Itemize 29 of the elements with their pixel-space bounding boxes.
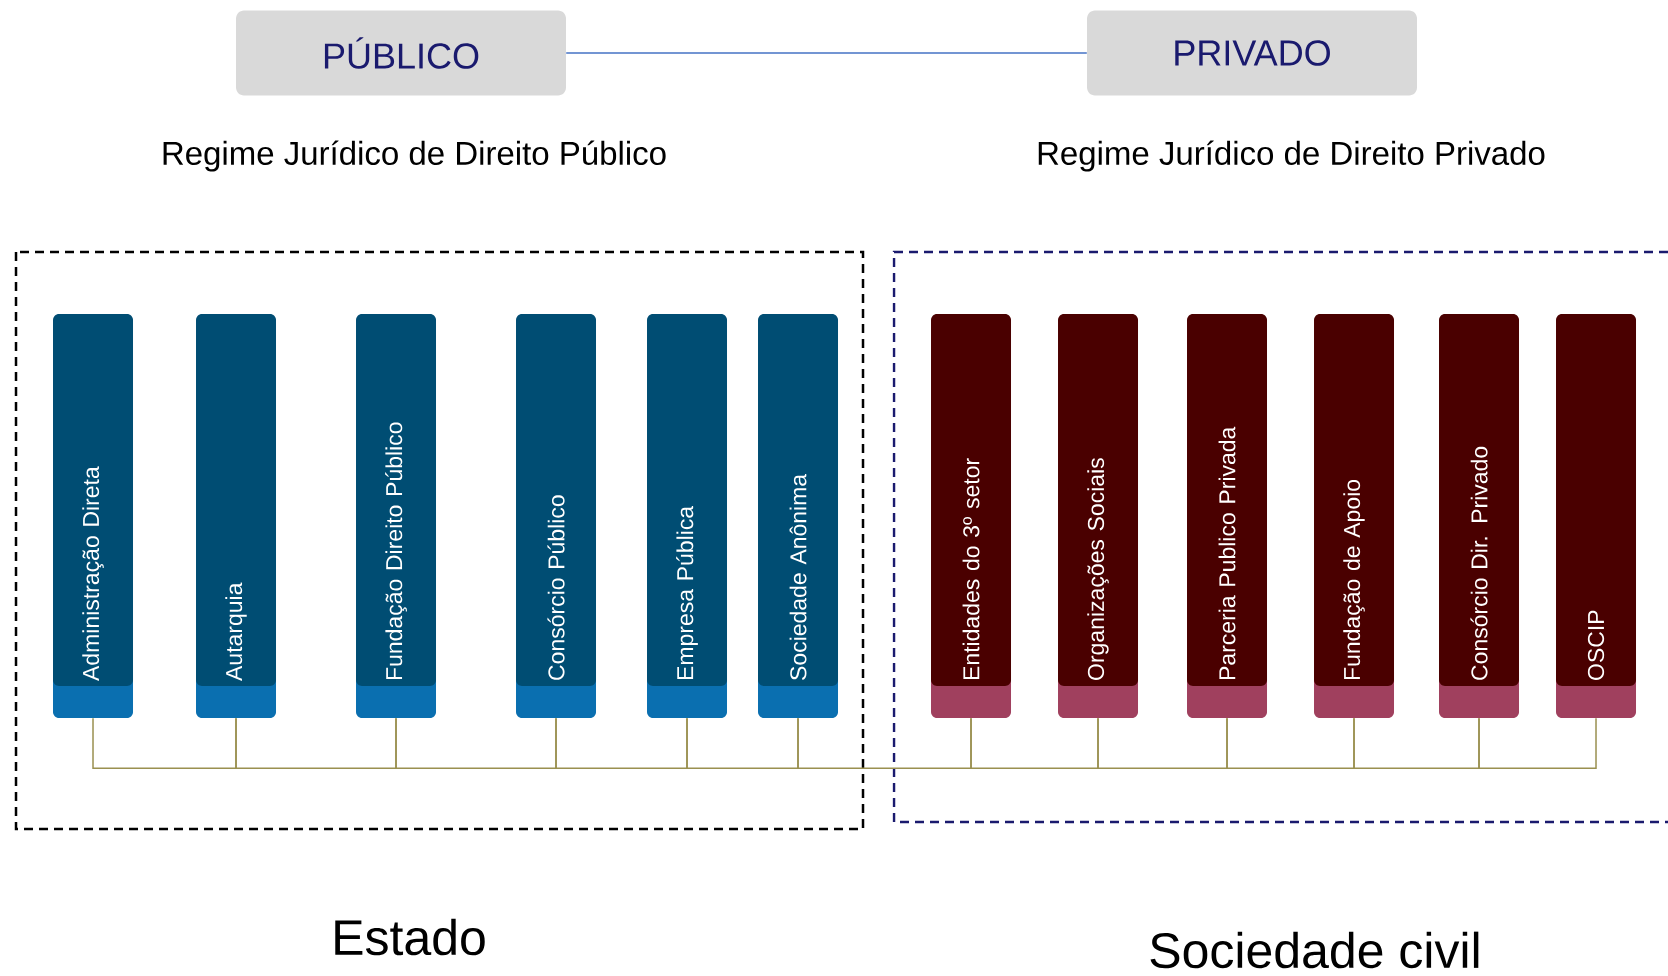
column-block: Fundação Direito Público: [356, 314, 436, 718]
connector-line: [565, 52, 1088, 54]
column-block: Autarquia: [196, 314, 276, 718]
header-box: PÚBLICO: [236, 10, 566, 96]
bus-connector: [797, 717, 972, 769]
column-block: Sociedade Anônima: [758, 314, 838, 718]
bus-connector: [235, 717, 397, 769]
bus-connector: [970, 717, 1099, 769]
node-label: Estado: [335, 918, 485, 956]
column-block: Organizações Sociais: [1058, 314, 1138, 718]
column-block: Consórcio Dir. Privado: [1439, 314, 1519, 718]
column-block: Fundação de Apoio: [1314, 314, 1394, 718]
column-block: Parceria Publico Privada: [1187, 314, 1267, 718]
column-block: Empresa Pública: [647, 314, 727, 718]
regime-label: Regime Jurídico de Direito Privado: [1038, 140, 1545, 172]
bus-connector: [686, 717, 799, 769]
header-box: PRIVADO: [1087, 10, 1417, 96]
bus-connector: [1478, 717, 1597, 769]
bus-connector: [1226, 717, 1355, 769]
bus-connector: [1353, 717, 1480, 769]
bus-connector: [92, 717, 237, 769]
regime-label: Regime Jurídico de Direito Público: [163, 140, 666, 172]
column-block: Entidades do 3º setor: [931, 314, 1011, 718]
column-block: Administração Direta: [53, 314, 133, 718]
column-block: Consórcio Público: [516, 314, 596, 718]
bus-connector: [1097, 717, 1228, 769]
bus-connector: [395, 717, 557, 769]
column-block: OSCIP: [1556, 314, 1636, 718]
bus-connector: [555, 717, 688, 769]
